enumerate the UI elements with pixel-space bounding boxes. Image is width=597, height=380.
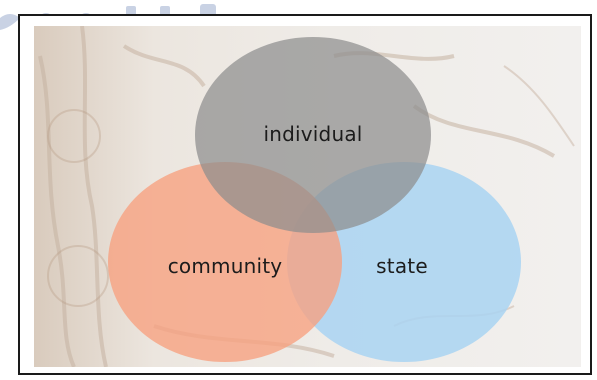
community-label: community <box>167 254 283 278</box>
individual-label: individual <box>263 122 363 146</box>
state-label: state <box>376 254 428 278</box>
individual-circle <box>195 37 431 233</box>
